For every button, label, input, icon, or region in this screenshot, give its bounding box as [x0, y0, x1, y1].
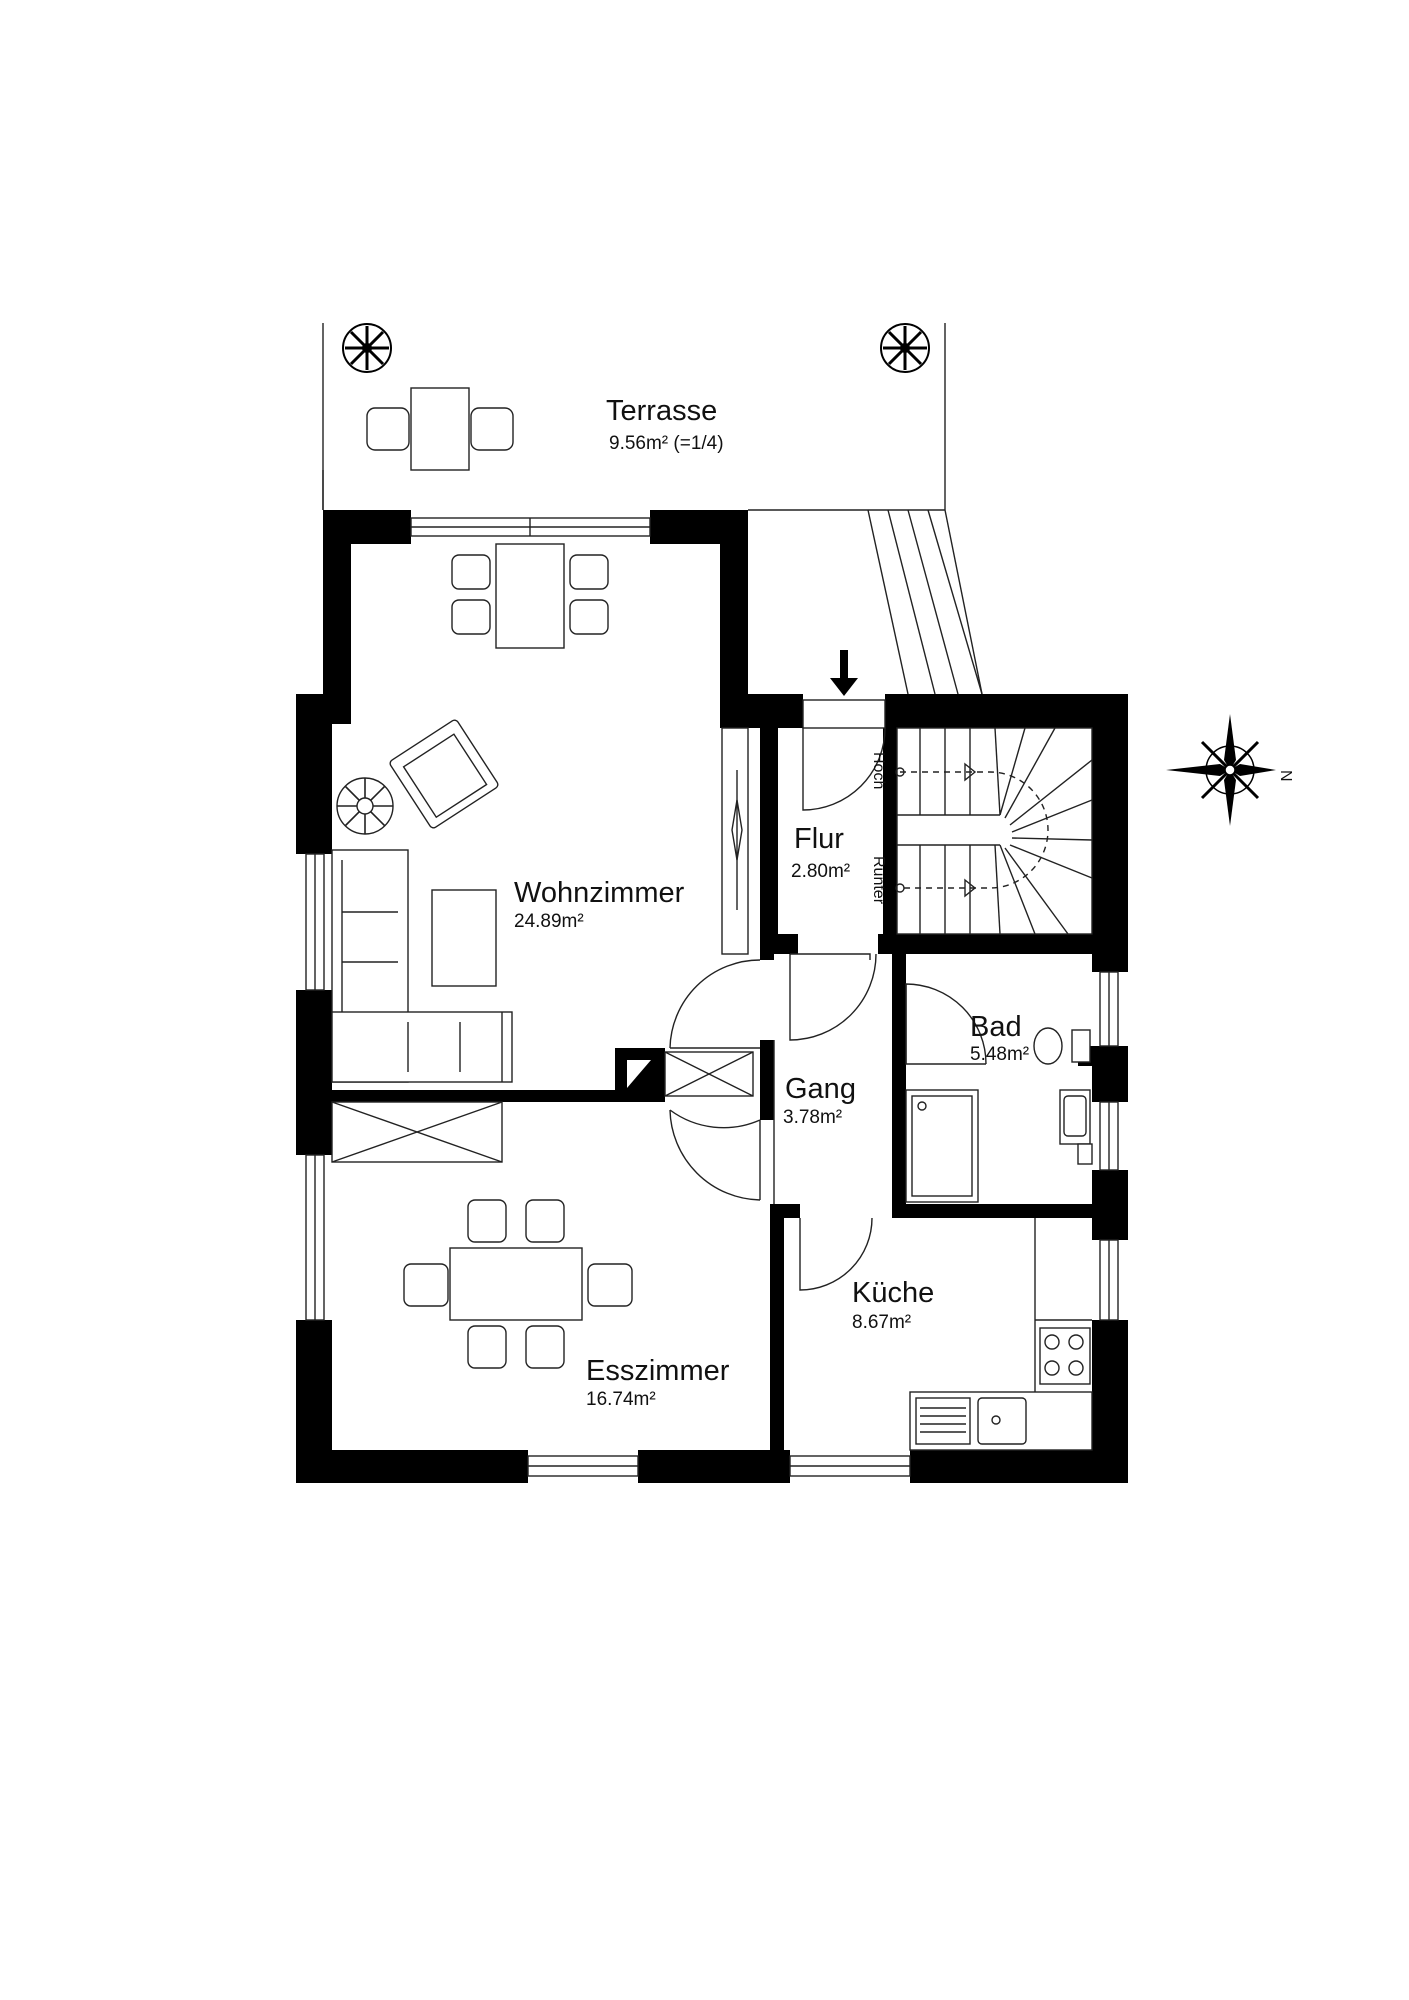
entrance-arrow-icon: [830, 650, 858, 696]
plant-icon: [880, 323, 930, 373]
room-area-kueche: 8.67m²: [852, 1312, 911, 1333]
terrace: [322, 323, 946, 510]
sideboard: [331, 1101, 503, 1163]
kitchen-fixtures: [909, 1218, 1093, 1451]
room-name-gang: Gang: [785, 1073, 856, 1105]
dining-set: [403, 1199, 633, 1369]
plant-icon: [342, 323, 392, 373]
windows: [305, 517, 1119, 1477]
stair-label-up: Hoch: [870, 752, 887, 789]
sliding-door: [721, 727, 749, 955]
doors: [669, 727, 987, 1291]
room-name-wohnzimmer: Wohnzimmer: [514, 877, 685, 909]
room-area-bad: 5.48m²: [970, 1044, 1029, 1065]
coffee-table: [431, 889, 497, 987]
room-area-gang: 3.78m²: [783, 1107, 842, 1128]
room-area-terrasse: 9.56m² (=1/4): [609, 433, 724, 454]
sofa: [331, 849, 513, 1083]
room-area-flur: 2.80m²: [791, 861, 850, 882]
armchair: [389, 719, 499, 829]
chimney: [618, 1051, 754, 1097]
compass-north-label: N: [1277, 770, 1294, 782]
exterior-steps: [748, 509, 983, 695]
staircase: [895, 727, 1093, 935]
compass-rose-icon: [1166, 714, 1276, 826]
room-area-wohnzimmer: 24.89m²: [514, 911, 584, 932]
room-name-flur: Flur: [794, 823, 844, 855]
room-name-terrasse: Terrasse: [606, 395, 717, 427]
terrace-table-set: [366, 387, 514, 471]
room-name-bad: Bad: [970, 1011, 1022, 1043]
bathroom-fixtures: [905, 1027, 1093, 1203]
room-area-esszimmer: 16.74m²: [586, 1389, 656, 1410]
walls: [296, 510, 1128, 1483]
room-name-esszimmer: Esszimmer: [586, 1355, 730, 1387]
stair-label-down: Runter: [870, 856, 887, 905]
living-dining-set: [451, 543, 609, 649]
room-name-kueche: Küche: [852, 1277, 934, 1309]
plant-icon: [336, 777, 394, 835]
